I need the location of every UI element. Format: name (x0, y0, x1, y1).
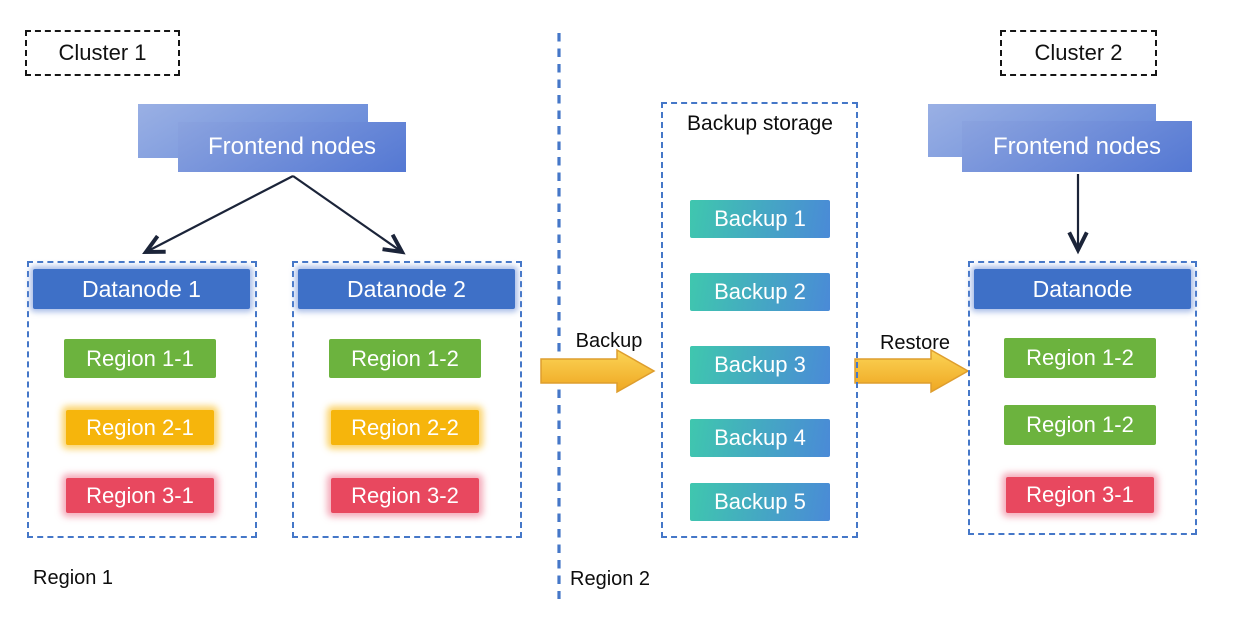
region-box: Region 1-2 (329, 339, 481, 378)
region-box: Region 3-1 (1006, 477, 1154, 513)
region-label: Region 3-2 (351, 482, 459, 508)
backup-item-label: Backup 5 (714, 489, 806, 514)
cluster2-datanode-container (968, 261, 1197, 535)
restore-block-arrow (854, 348, 970, 394)
cluster2-frontend-label: Frontend nodes (992, 132, 1162, 160)
datanode2-title: Datanode 2 (347, 275, 466, 302)
cluster2-datanode-header: Datanode (974, 269, 1191, 309)
region-label: Region 1-2 (351, 345, 459, 371)
region-box: Region 2-2 (331, 410, 479, 445)
region-label: Region 1-2 (1026, 412, 1134, 437)
cluster2-label-box: Cluster 2 (1000, 30, 1157, 76)
region1-footer-label: Region 1 (33, 567, 114, 589)
region-label: Region 1-1 (86, 345, 194, 371)
datanode1-container (27, 261, 257, 538)
region-box: Region 1-1 (64, 339, 216, 378)
backup-item: Backup 5 (690, 483, 830, 521)
backup-storage-title: Backup storage (687, 112, 833, 135)
cluster2-label: Cluster 2 (1034, 40, 1123, 65)
backup-item: Backup 3 (690, 346, 830, 384)
datanode2-header: Datanode 2 (298, 269, 515, 309)
backup-storage-container (661, 102, 858, 538)
cluster2-datanode-title: Datanode (1032, 275, 1133, 302)
cluster1-label-box: Cluster 1 (25, 30, 180, 76)
frontend-to-datanode1-arrow (142, 175, 294, 255)
backup-item-label: Backup 3 (714, 352, 806, 377)
backup-item: Backup 1 (690, 200, 830, 238)
cluster1-frontend-box: Frontend nodes (178, 122, 406, 172)
region-label: Region 3-1 (1026, 482, 1134, 507)
region-label: Region 2-2 (351, 414, 459, 440)
backup-item-label: Backup 1 (714, 206, 806, 231)
datanode1-header: Datanode 1 (33, 269, 250, 309)
restore-flow-label: Restore (879, 332, 951, 354)
frontend-to-datanode2-arrow (292, 175, 406, 255)
backup-flow-label: Backup (575, 330, 643, 352)
region-box: Region 3-2 (331, 478, 479, 513)
backup-item-label: Backup 4 (714, 425, 806, 450)
backup-item-label: Backup 2 (714, 279, 806, 304)
cluster1-label: Cluster 1 (58, 40, 147, 65)
region-label: Region 2-1 (86, 414, 194, 440)
region-box: Region 1-2 (1004, 338, 1156, 378)
datanode2-container (292, 261, 522, 538)
region-box: Region 2-1 (66, 410, 214, 445)
region-label: Region 3-1 (86, 482, 194, 508)
cluster1-frontend-label: Frontend nodes (207, 133, 377, 160)
backup-item: Backup 4 (690, 419, 830, 457)
backup-block-arrow (540, 348, 656, 394)
backup-item: Backup 2 (690, 273, 830, 311)
region-box: Region 3-1 (66, 478, 214, 513)
datanode1-title: Datanode 1 (82, 275, 201, 302)
region-label: Region 1-2 (1026, 345, 1134, 370)
cluster2-frontend-box: Frontend nodes (962, 121, 1192, 172)
region2-footer-label: Region 2 (570, 568, 651, 590)
region-box: Region 1-2 (1004, 405, 1156, 445)
